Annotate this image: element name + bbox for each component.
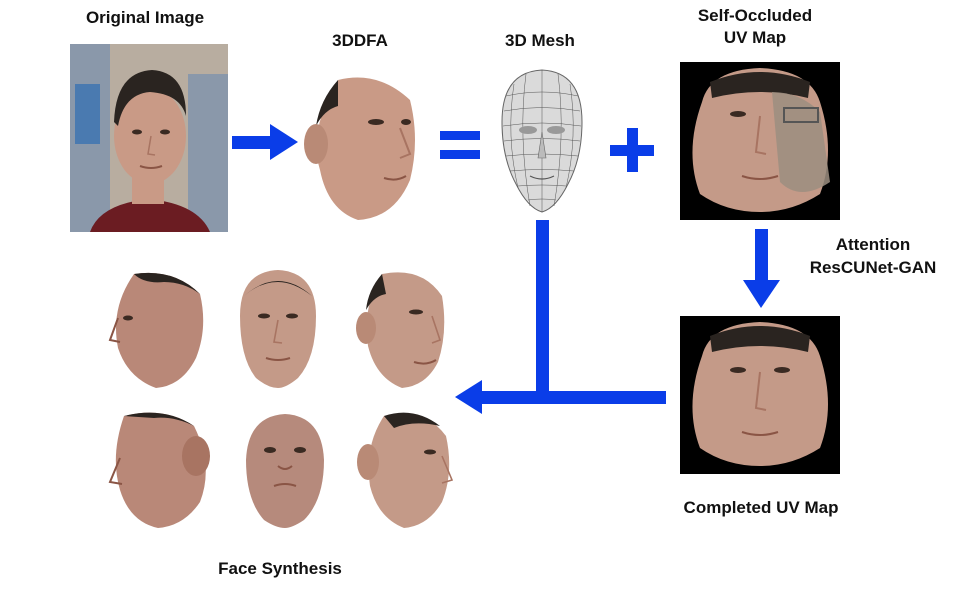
synthesized-face-6 <box>357 412 454 528</box>
label-self-occluded: Self-Occluded <box>697 6 813 25</box>
plus-icon <box>610 128 654 172</box>
uv-map-occluded <box>680 62 840 220</box>
label-3ddfa: 3DDFA <box>332 31 388 50</box>
synthesized-face-3 <box>356 272 445 388</box>
label-attention: Attention <box>835 235 911 254</box>
label-face-synthesis: Face Synthesis <box>218 559 342 578</box>
synthesized-face-1 <box>108 272 204 388</box>
label-3d-mesh: 3D Mesh <box>505 31 575 50</box>
mesh-head-icon <box>501 69 583 213</box>
reconstructed-face <box>304 77 415 220</box>
label-original-image: Original Image <box>85 8 205 27</box>
arrow-down-icon <box>743 229 780 308</box>
label-rescunet-gan: ResCUNet-GAN <box>809 258 937 277</box>
synthesized-face-2 <box>240 270 316 388</box>
synthesized-face-5 <box>246 414 324 528</box>
equals-icon <box>440 131 480 159</box>
original-photo <box>70 44 228 232</box>
label-uv-map: UV Map <box>723 28 787 47</box>
arrow-left-connector <box>455 220 666 414</box>
label-completed-uv-map: Completed UV Map <box>683 498 839 517</box>
arrow-right-icon <box>232 124 298 160</box>
synthesized-face-4 <box>108 412 210 528</box>
uv-map-completed <box>680 316 840 474</box>
